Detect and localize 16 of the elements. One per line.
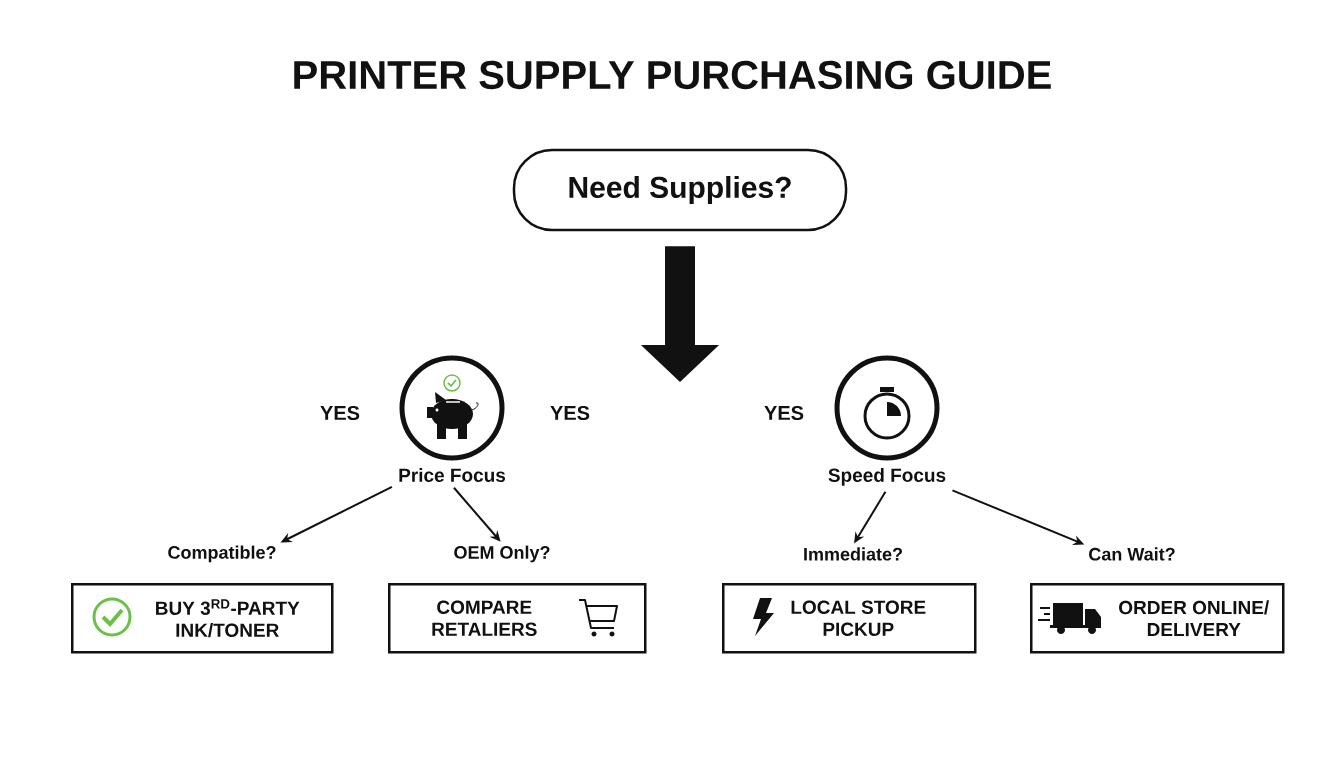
arrow — [452, 486, 501, 542]
question-label: OEM Only? — [454, 545, 550, 563]
node-label: Speed Focus — [828, 468, 946, 486]
question-label: Can Wait? — [1089, 547, 1175, 561]
answer-label: YES — [550, 405, 590, 421]
action-box: ORDER ONLINE/ DELIVERY — [1030, 583, 1285, 654]
answer-label: YES — [320, 405, 360, 421]
node-label: Price Focus — [399, 468, 506, 482]
answer-label: YES — [764, 405, 804, 421]
action-box: BUY 3$^{RD}$-PARTY INK/TONER — [71, 583, 334, 654]
question-label: Immediate? — [804, 547, 902, 561]
start-box: Need Supplies? — [512, 148, 848, 232]
title: PRINTER SUPPLY PURCHASING GUIDE — [294, 60, 1051, 90]
action-box: COMPARE RETALIERS — [388, 583, 647, 654]
question-label: Compatible? — [168, 545, 276, 563]
action-box: LOCAL STORE PICKUP — [722, 583, 977, 654]
